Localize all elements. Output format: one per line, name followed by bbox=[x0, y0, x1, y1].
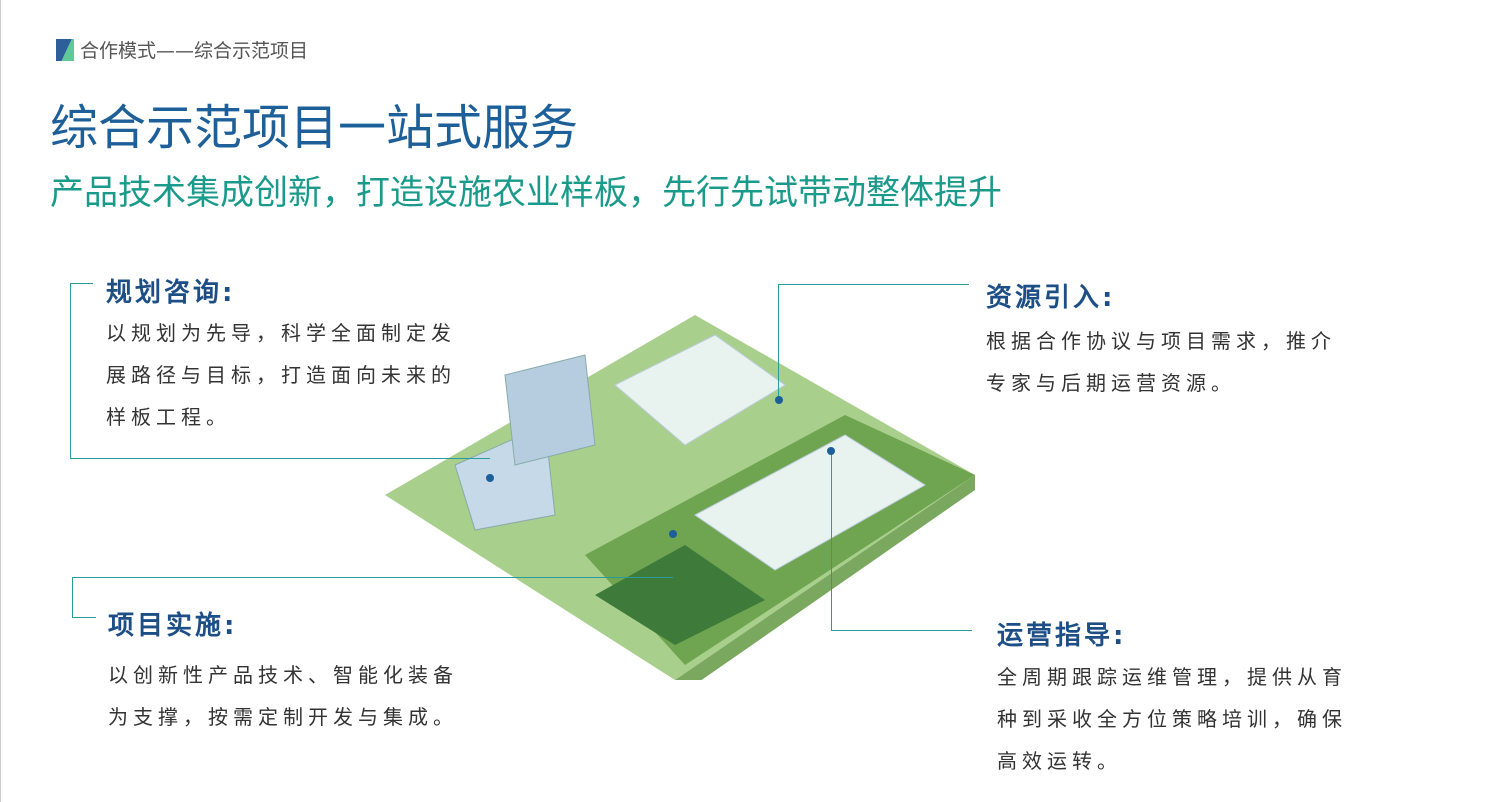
section-text: 以规划为先导，科学全面制定发展路径与目标，打造面向未来的样板工程。 bbox=[106, 321, 456, 429]
page-subtitle: 产品技术集成创新，打造设施农业样板，先行先试带动整体提升 bbox=[50, 173, 1002, 213]
section-text: 以创新性产品技术、智能化装备为支撑，按需定制开发与集成。 bbox=[108, 663, 458, 729]
section-heading: 规划咨询: bbox=[106, 278, 236, 308]
page-edge bbox=[0, 0, 1, 802]
connector-line bbox=[831, 452, 972, 631]
page-title: 综合示范项目一站式服务 bbox=[50, 100, 579, 156]
section-heading: 项目实施: bbox=[108, 611, 238, 641]
marker-dot bbox=[827, 447, 835, 455]
farm-illustration bbox=[385, 315, 975, 680]
connector-line bbox=[70, 283, 93, 459]
marker-dot bbox=[775, 396, 783, 404]
logo-icon bbox=[56, 38, 74, 61]
marker-dot bbox=[669, 530, 677, 538]
connector-line bbox=[72, 617, 96, 618]
connector-line bbox=[70, 458, 490, 459]
breadcrumb-text: 合作模式——综合示范项目 bbox=[80, 40, 309, 62]
section-heading: 运营指导: bbox=[997, 621, 1127, 651]
section-text: 根据合作协议与项目需求，推介专家与后期运营资源。 bbox=[986, 329, 1336, 395]
breadcrumb: 合作模式——综合示范项目 bbox=[56, 36, 308, 63]
marker-dot bbox=[486, 474, 494, 482]
section-text: 全周期跟踪运维管理，提供从育种到采收全方位策略培训，确保高效运转。 bbox=[997, 665, 1347, 773]
connector-line bbox=[778, 284, 969, 397]
connector-line bbox=[72, 577, 673, 618]
section-heading: 资源引入: bbox=[986, 283, 1116, 313]
